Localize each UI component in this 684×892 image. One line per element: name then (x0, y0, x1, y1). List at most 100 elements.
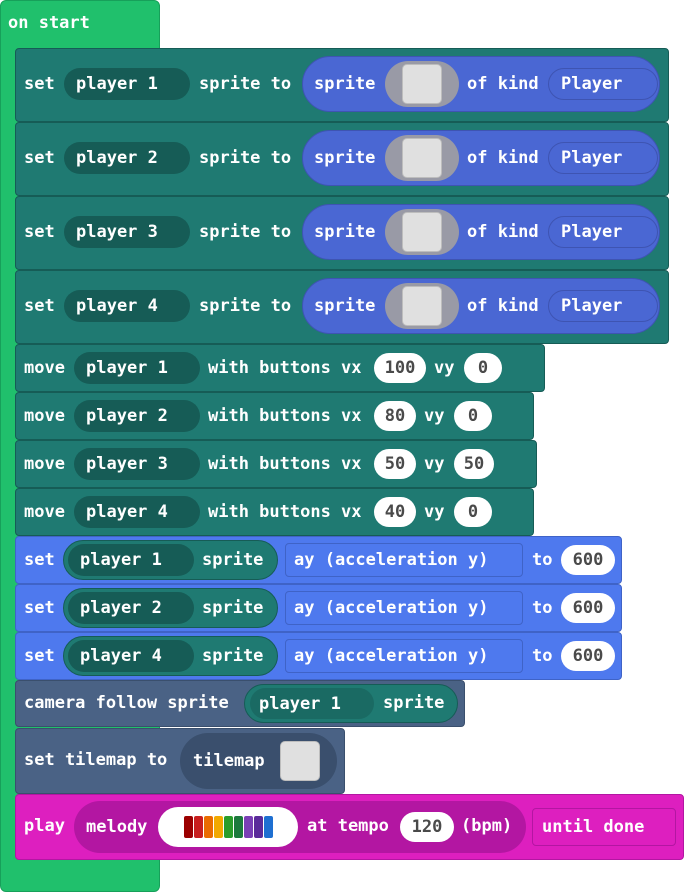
variable-text: player 1 (86, 358, 168, 378)
kind-dropdown[interactable]: Player (548, 68, 658, 100)
sprite-to-label: sprite to (199, 74, 292, 94)
set-label: set (24, 222, 55, 242)
with-buttons-vx-label: with buttons vx (208, 502, 362, 522)
sprite-to-label: sprite to (199, 296, 292, 316)
on-start-label: on start (8, 13, 90, 33)
vx-input[interactable]: 80 (374, 401, 416, 431)
variable-text: player 1 (76, 74, 158, 94)
variable-dropdown[interactable]: player 1 (68, 544, 194, 576)
variable-text: player 4 (86, 502, 168, 522)
vy-input[interactable]: 0 (464, 353, 502, 383)
to-label: to (532, 598, 553, 618)
melody-note-bar (233, 816, 243, 838)
variable-dropdown[interactable]: player 3 (64, 216, 190, 248)
set-label: set (24, 296, 55, 316)
play-label: play (24, 816, 65, 836)
variable-dropdown[interactable]: player 3 (74, 448, 200, 480)
tempo-input[interactable]: 120 (400, 812, 454, 842)
with-buttons-vx-label: with buttons vx (208, 454, 362, 474)
vy-input[interactable]: 0 (454, 401, 492, 431)
to-label: to (532, 550, 553, 570)
kind-dropdown[interactable]: Player (548, 216, 658, 248)
set-tilemap-label: set tilemap to (24, 750, 168, 770)
set-label: set (24, 646, 55, 666)
sprite-label: sprite (314, 222, 376, 242)
melody-note-bar (243, 816, 253, 838)
variable-text: player 4 (80, 646, 162, 666)
melody-editor-field[interactable] (158, 807, 298, 847)
sprite-image-icon (402, 138, 442, 178)
set-label: set (24, 74, 55, 94)
set-label: set (24, 148, 55, 168)
melody-notes-icon (183, 816, 273, 838)
vy-input[interactable]: 0 (454, 497, 492, 527)
move-label: move (24, 358, 65, 378)
of-kind-label: of kind (467, 74, 539, 94)
vx-input[interactable]: 100 (374, 353, 426, 383)
move-label: move (24, 406, 65, 426)
move-label: move (24, 454, 65, 474)
set-label: set (24, 598, 55, 618)
at-tempo-label: at tempo (307, 816, 389, 836)
variable-text: player 2 (86, 406, 168, 426)
camera-sprite-label: sprite (383, 693, 445, 713)
variable-dropdown[interactable]: player 4 (68, 640, 194, 672)
tilemap-label: tilemap (193, 751, 265, 771)
variable-dropdown[interactable]: player 1 (64, 68, 190, 100)
melody-note-bar (183, 816, 193, 838)
of-kind-label: of kind (467, 148, 539, 168)
property-dropdown[interactable]: ay (acceleration y) (285, 639, 523, 673)
melody-note-bar (203, 816, 213, 838)
variable-dropdown[interactable]: player 2 (68, 592, 194, 624)
variable-text: player 3 (76, 222, 158, 242)
of-kind-label: of kind (467, 296, 539, 316)
sprite-image-icon (402, 212, 442, 252)
of-kind-label: of kind (467, 222, 539, 242)
sprite-image-icon (402, 286, 442, 326)
sprite-to-label: sprite to (199, 222, 292, 242)
vy-label: vy (424, 502, 445, 522)
melody-note-bar (223, 816, 233, 838)
vy-input[interactable]: 50 (454, 449, 494, 479)
variable-text: player 4 (76, 296, 158, 316)
sprite-to-label: sprite to (199, 148, 292, 168)
sprite-image-icon (402, 64, 442, 104)
variable-dropdown[interactable]: player 4 (64, 290, 190, 322)
bpm-label: (bpm) (461, 816, 513, 836)
to-label: to (532, 646, 553, 666)
property-dropdown[interactable]: ay (acceleration y) (285, 591, 523, 625)
variable-dropdown[interactable]: player 2 (64, 142, 190, 174)
sprite-label: sprite (314, 296, 376, 316)
sprite-label: sprite (314, 74, 376, 94)
melody-note-bar (263, 816, 273, 838)
vx-input[interactable]: 50 (374, 449, 416, 479)
melody-reporter[interactable]: melody (74, 801, 526, 853)
melody-label: melody (86, 817, 148, 837)
kind-dropdown[interactable]: Player (548, 290, 658, 322)
property-dropdown[interactable]: ay (acceleration y) (285, 543, 523, 577)
variable-dropdown[interactable]: player 4 (74, 496, 200, 528)
set-label: set (24, 550, 55, 570)
vx-input[interactable]: 40 (374, 497, 416, 527)
until-done-text: until done (542, 817, 645, 837)
vy-label: vy (424, 454, 445, 474)
variable-text: player 3 (86, 454, 168, 474)
variable-dropdown[interactable]: player 1 (74, 352, 200, 384)
kind-dropdown[interactable]: Player (548, 142, 658, 174)
camera-variable-dropdown[interactable]: player 1 (250, 688, 374, 719)
camera-variable-text: player 1 (259, 693, 341, 714)
with-buttons-vx-label: with buttons vx (208, 406, 362, 426)
variable-dropdown[interactable]: player 2 (74, 400, 200, 432)
sprite-label: sprite (202, 646, 264, 666)
kind-text: Player (561, 148, 623, 168)
vy-label: vy (424, 406, 445, 426)
vy-label: vy (434, 358, 455, 378)
kind-text: Player (561, 296, 623, 316)
until-done-dropdown[interactable]: until done (532, 808, 676, 846)
value-input[interactable]: 600 (561, 641, 615, 671)
move-label: move (24, 502, 65, 522)
variable-text: player 2 (76, 148, 158, 168)
value-input[interactable]: 600 (561, 593, 615, 623)
tilemap-thumbnail-icon[interactable] (280, 741, 320, 781)
value-input[interactable]: 600 (561, 545, 615, 575)
